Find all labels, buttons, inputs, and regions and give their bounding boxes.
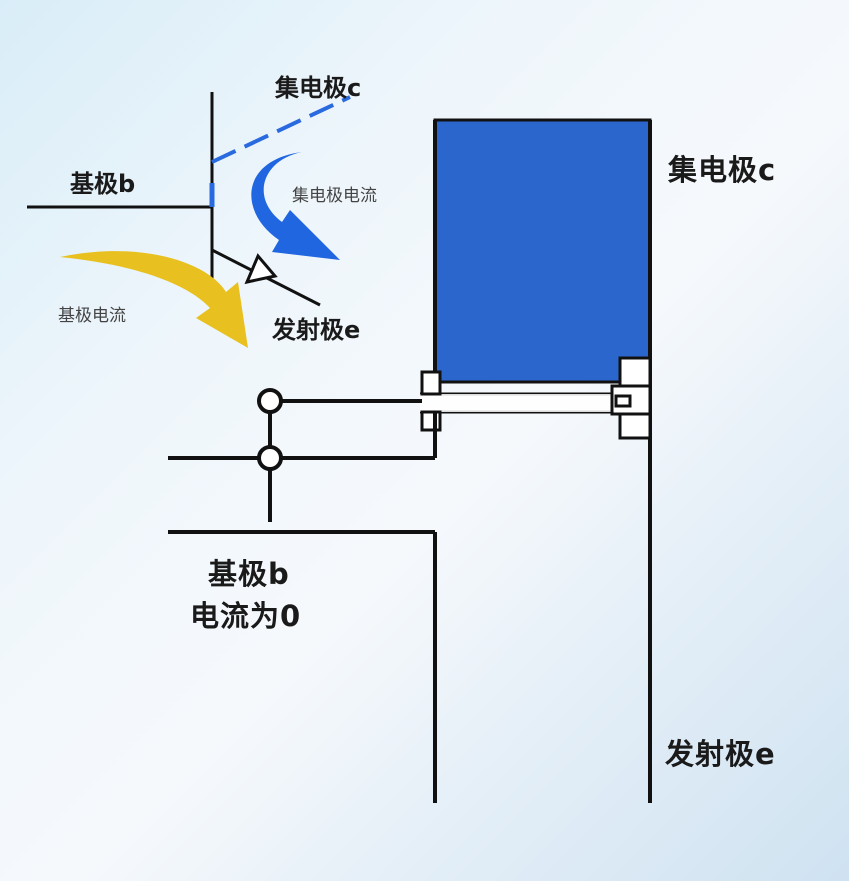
base-current-label: 基极电流 <box>58 306 126 326</box>
left-pad-upper <box>420 370 442 396</box>
symbol-collector-label: 集电极c <box>274 74 361 102</box>
symbol-base-label: 基极b <box>70 170 135 198</box>
transistor-symbol: 集电极c 基极b 发射极e 集电极电流 基极电流 <box>27 74 377 348</box>
structure-collector-label: 集电极c <box>667 153 776 187</box>
collector-region <box>433 118 652 384</box>
structure-emitter-label: 发射极e <box>664 737 776 771</box>
base-channel <box>420 394 628 412</box>
right-pad-notch <box>614 394 632 408</box>
base-node-lower <box>257 445 283 471</box>
base-current-arrow <box>60 251 248 348</box>
base-current-zero-label: 电流为0 <box>190 599 301 633</box>
emitter-arrow <box>244 253 278 285</box>
collector-current-arrow <box>251 152 340 260</box>
left-pad-lower <box>420 410 442 432</box>
right-pad-bottom <box>618 412 652 440</box>
base-node-upper <box>257 388 283 414</box>
transistor-structure: 集电极c 发射极e 基极b 电流为0 <box>168 118 776 803</box>
collector-lead <box>211 95 351 164</box>
collector-current-label: 集电极电流 <box>292 186 377 206</box>
symbol-emitter-label: 发射极e <box>271 316 360 344</box>
right-pad-top <box>618 356 652 388</box>
structure-base-label: 基极b <box>208 557 290 591</box>
